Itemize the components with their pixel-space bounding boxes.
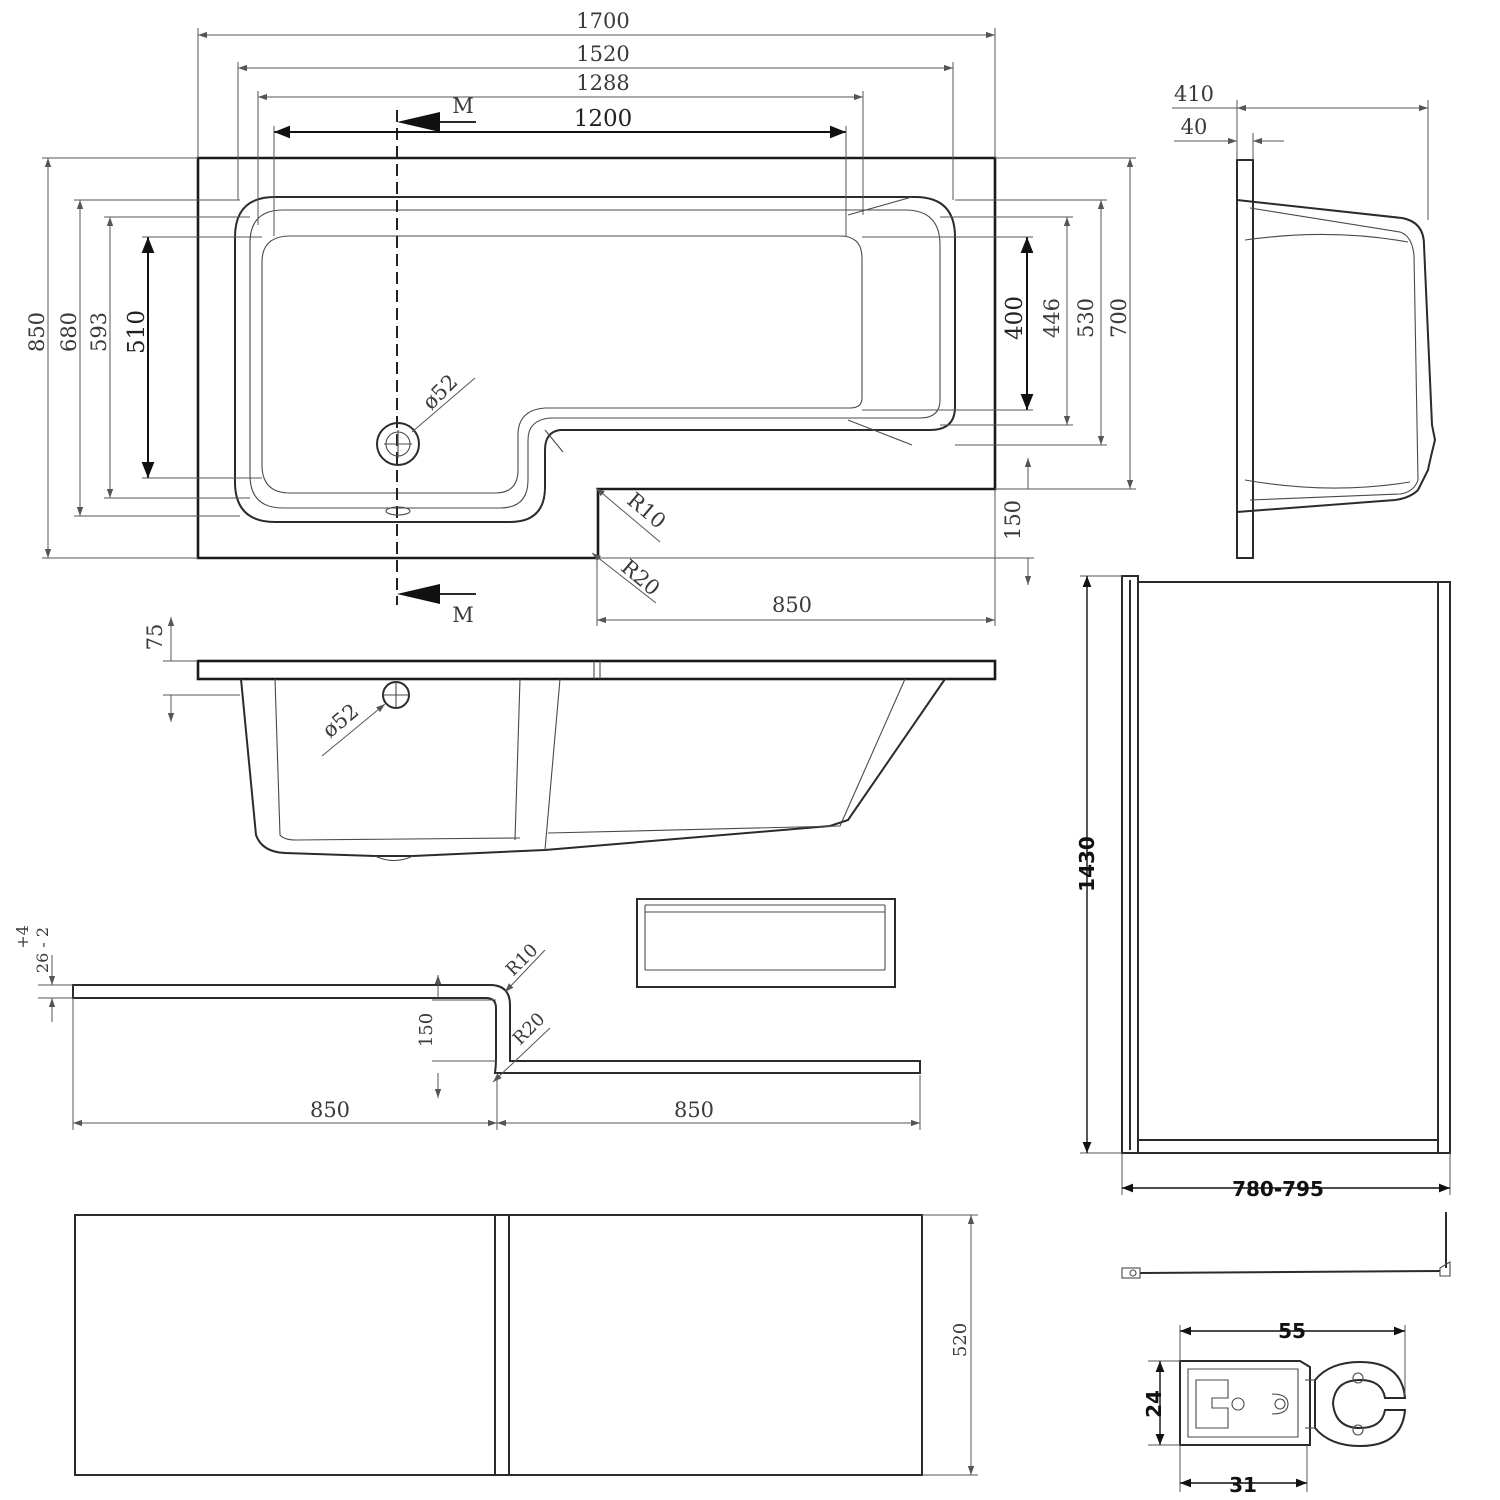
dim-150-step: 150 [1001, 500, 1025, 540]
panel-radius-r20: R20 [509, 1009, 550, 1050]
radius-r10-label: R10 [622, 488, 670, 534]
dim-1288: 1288 [576, 71, 629, 95]
bath-deck-outline [196, 156, 997, 560]
waste-outlet [376, 422, 420, 466]
dim-400: 400 [1002, 296, 1028, 340]
basin-inner-rim [249, 209, 941, 509]
basin-floor [261, 235, 863, 494]
profile-section: 55 24 31 [1142, 1319, 1407, 1497]
waste-dia-label: ø52 [418, 370, 463, 415]
dim-446: 446 [1040, 298, 1064, 338]
slope-line-3 [544, 429, 564, 453]
panel-top-view: 850 850 +4 26 - 2 150 R10 R20 [13, 925, 921, 1130]
section-label-top: M [452, 94, 474, 118]
screen-edge [1437, 581, 1451, 1154]
dim-55: 55 [1278, 1319, 1306, 1343]
dim-850-shower: 850 [772, 593, 812, 617]
shower-screen: 1430 780-795 [1075, 575, 1451, 1279]
profile-channel [1179, 1360, 1311, 1446]
dim-520: 520 [950, 1323, 971, 1357]
dim-780-795: 780-795 [1232, 1177, 1324, 1201]
slope-line-2 [847, 419, 913, 446]
panel-radius-r10: R10 [502, 940, 543, 981]
end-tub-profile [1236, 199, 1437, 513]
section-label-bottom: M [452, 603, 474, 627]
basin-outer-rim [234, 196, 956, 523]
screen-frame [1121, 575, 1139, 1154]
end-panel-outline [636, 898, 896, 988]
screen-plan-hinge [1121, 1267, 1141, 1279]
panel-dim-150: 150 [416, 1013, 437, 1047]
overflow-slot [385, 506, 411, 516]
dim-40: 40 [1181, 115, 1208, 139]
side-rim [196, 659, 997, 681]
section-arrow-top [397, 112, 440, 132]
section-arrow-bottom [397, 584, 440, 604]
panel-dim-850-right: 850 [674, 1098, 714, 1122]
end-view: 410 40 [1172, 82, 1437, 559]
panel-dim-850-left: 850 [310, 1098, 350, 1122]
dim-31: 31 [1229, 1473, 1257, 1497]
screen-plan-glass [1139, 1270, 1441, 1274]
slope-line-1 [847, 196, 913, 216]
radius-r20-label: R20 [616, 555, 664, 601]
dim-850-height: 850 [25, 312, 49, 352]
dim-75: 75 [143, 624, 167, 651]
dim-24: 24 [1142, 1390, 1166, 1418]
front-panel-outline [74, 1214, 923, 1476]
side-waste-label: ø52 [318, 699, 364, 743]
dim-1700: 1700 [576, 9, 629, 33]
dim-680: 680 [57, 312, 81, 352]
dim-530: 530 [1074, 298, 1098, 338]
top-view: 1700 1520 1288 1200 M M 850 680 593 [25, 9, 1136, 627]
panel-top-outline [72, 984, 921, 1074]
dim-410: 410 [1174, 82, 1214, 106]
side-tub-body [240, 678, 946, 857]
dim-1200: 1200 [574, 106, 633, 132]
side-section: ø52 75 [143, 617, 997, 862]
end-panel [636, 898, 896, 988]
dim-510: 510 [124, 310, 150, 354]
dim-1520: 1520 [576, 42, 629, 66]
dim-700: 700 [1107, 298, 1131, 338]
tolerance-plus: +4 [13, 925, 32, 949]
dim-1430: 1430 [1075, 836, 1099, 892]
dim-593: 593 [87, 312, 111, 352]
waste-leader [411, 377, 476, 433]
profile-round [1314, 1360, 1407, 1448]
tolerance-base: 26 - 2 [33, 927, 52, 973]
front-panel: 520 [74, 1214, 978, 1476]
end-flange [1236, 159, 1254, 559]
